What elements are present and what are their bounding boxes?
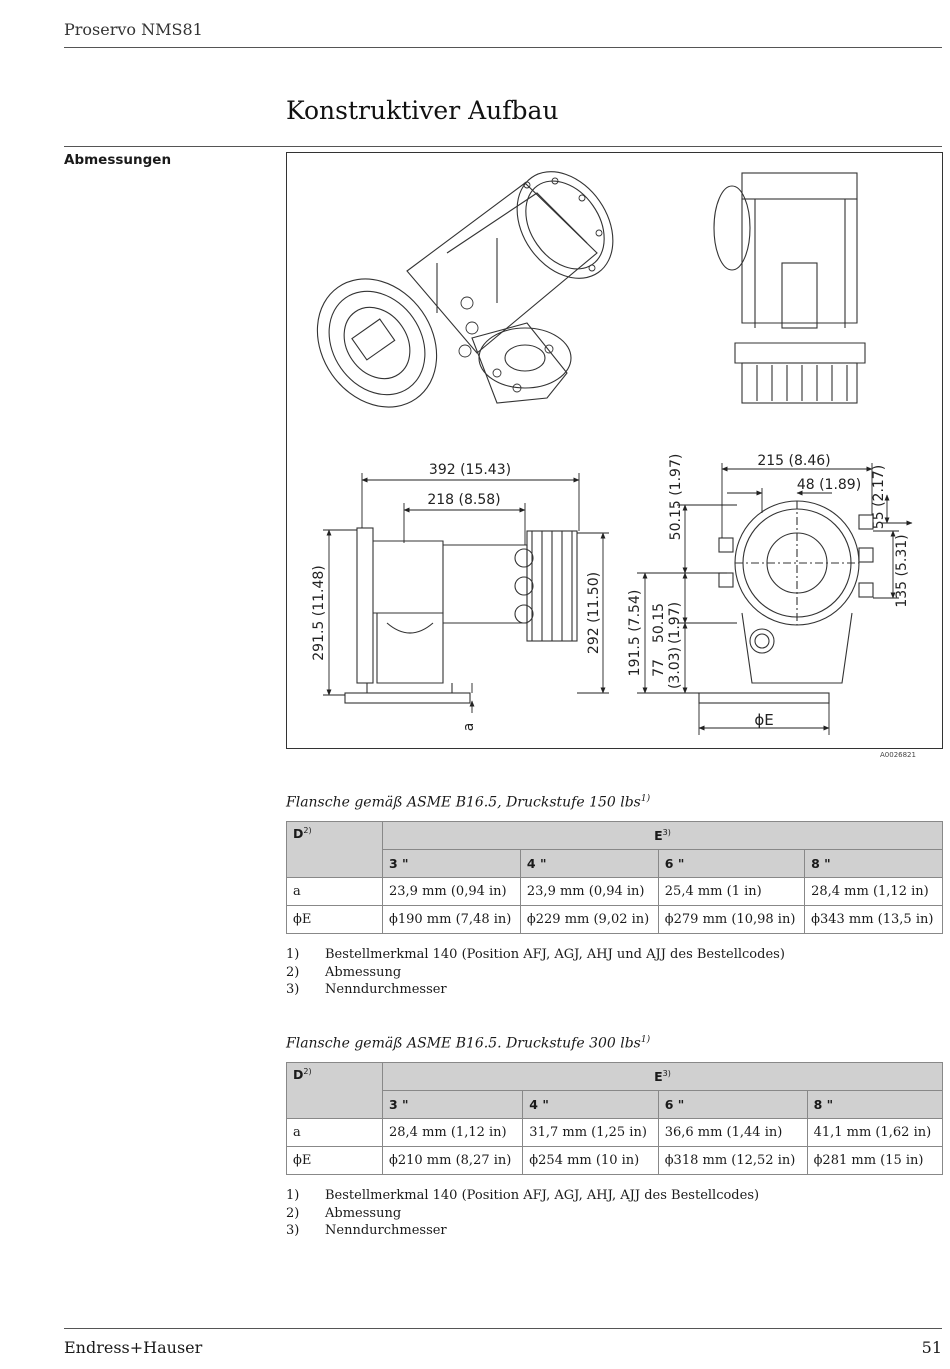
table-row: a 23,9 mm (0,94 in) 23,9 mm (0,94 in) 25…: [286, 877, 943, 906]
table-row: ϕE ϕ190 mm (7,48 in) ϕ229 mm (9,02 in) ϕ…: [286, 905, 943, 934]
table1-caption-sup: 1): [640, 794, 651, 804]
size-cell: 4 ": [519, 849, 659, 878]
table-cell: ϕ318 mm (12,52 in): [657, 1146, 808, 1175]
dim-392: 392 (15.43): [429, 462, 511, 478]
table-row: ϕE ϕ210 mm (8,27 in) ϕ254 mm (10 in) ϕ31…: [286, 1146, 944, 1175]
dim-135: 135 (5.31): [894, 534, 910, 607]
row-label: a: [286, 877, 383, 906]
table-cell: ϕ229 mm (9,02 in): [519, 905, 659, 934]
table-size-row: 3 " 4 " 6 " 8 ": [287, 849, 943, 878]
table-cell: 36,6 mm (1,44 in): [657, 1118, 808, 1147]
dim-48: 48 (1.89): [797, 477, 861, 493]
size-cell: 6 ": [657, 1090, 808, 1119]
e-header: E3): [382, 821, 943, 850]
footer-brand: Endress+Hauser: [64, 1338, 203, 1357]
dim-291-5: 291.5 (11.48): [311, 565, 327, 661]
dim-191-5: 191.5 (7.54): [627, 590, 643, 677]
table2-caption: Flansche gemäß ASME B16.5. Druckstufe 30…: [286, 1035, 650, 1052]
table-size-row: 3 " 4 " 6 " 8 ": [287, 1090, 944, 1119]
table-cell: 23,9 mm (0,94 in): [382, 877, 521, 906]
row-label: a: [286, 1118, 383, 1147]
d-header: D2): [286, 1062, 383, 1119]
size-cell: 4 ": [522, 1090, 659, 1119]
table-cell: 23,9 mm (0,94 in): [519, 877, 659, 906]
dim-a: a: [461, 723, 477, 732]
dim-50-15-top: 50.15 (1.97): [668, 454, 684, 541]
size-cell: 6 ": [657, 849, 806, 878]
dim-292: 292 (11.50): [586, 572, 602, 654]
table-head-row: D2) E3): [286, 821, 943, 878]
table-cell: 41,1 mm (1,62 in): [806, 1118, 944, 1147]
footnote: 2)Abmessung: [286, 964, 402, 980]
front-view: [344, 527, 578, 704]
footnote: 3)Nenndurchmesser: [286, 982, 447, 997]
footnote: 2)Abmessung: [286, 1205, 402, 1221]
table-cell: ϕ343 mm (13,5 in): [804, 905, 943, 934]
dim-50-15-mid-b: (1.97): [667, 602, 683, 644]
side-view: [713, 172, 866, 404]
table-cell: 31,7 mm (1,25 in): [522, 1118, 659, 1147]
table-cell: ϕ279 mm (10,98 in): [657, 905, 806, 934]
table-row: a 28,4 mm (1,12 in) 31,7 mm (1,25 in) 36…: [286, 1118, 944, 1147]
size-cell: 8 ": [806, 1090, 944, 1119]
dim-phi-e: ϕE: [754, 711, 773, 729]
table-cell: ϕ281 mm (15 in): [806, 1146, 944, 1175]
table-cell: ϕ254 mm (10 in): [522, 1146, 659, 1175]
size-cell: 3 ": [381, 1090, 524, 1119]
table-cell: ϕ190 mm (7,48 in): [382, 905, 521, 934]
page-number: 51: [921, 1338, 942, 1357]
size-cell: 3 ": [382, 849, 521, 878]
row-label: ϕE: [286, 1146, 383, 1175]
table-cell: ϕ210 mm (8,27 in): [381, 1146, 524, 1175]
dim-55: 55 (2.17): [871, 465, 887, 529]
e-header: E3): [382, 1062, 943, 1091]
footnote: 3)Nenndurchmesser: [286, 1223, 447, 1238]
footnote: 1)Bestellmerkmal 140 (Position AFJ, AGJ,…: [286, 947, 785, 962]
flange-table-150: D2) E3) 3 " 4 " 6 " 8 " a 23,9 mm (0,94 …: [286, 821, 943, 934]
dimension-lines: [323, 463, 913, 735]
iso-view: [316, 171, 614, 408]
footer-rule: [64, 1328, 942, 1329]
figure-id: A0026821: [880, 751, 916, 759]
table1-caption-text: Flansche gemäß ASME B16.5, Druckstufe 15…: [286, 794, 641, 811]
table2-caption-text: Flansche gemäß ASME B16.5. Druckstufe 30…: [286, 1035, 641, 1052]
flange-table-300: D2) E3) 3 " 4 " 6 " 8 " a 28,4 mm (1,12 …: [286, 1062, 944, 1175]
table2-notes: 1)Bestellmerkmal 140 (Position AFJ, AGJ,…: [286, 1188, 759, 1241]
dimension-drawing: 392 (15.43) 218 (8.58) 291.5 (11.48) 292…: [286, 152, 943, 749]
dim-218: 218 (8.58): [427, 492, 500, 508]
top-view: [698, 500, 874, 704]
table-cell: 25,4 mm (1 in): [657, 877, 806, 906]
dim-215: 215 (8.46): [757, 453, 830, 469]
drawing-svg: 392 (15.43) 218 (8.58) 291.5 (11.48) 292…: [311, 171, 913, 735]
d-header: D2): [286, 821, 383, 878]
table-head-row: D2) E3): [286, 1062, 943, 1119]
table2-caption-sup: 1): [640, 1035, 651, 1045]
size-cell: 8 ": [804, 849, 943, 878]
dim-77-b: (3.03): [667, 647, 683, 689]
section-heading: Konstruktiver Aufbau: [286, 96, 559, 125]
section-rule: [64, 146, 942, 147]
side-label-abmessungen: Abmessungen: [64, 152, 172, 168]
header-rule: [64, 47, 942, 48]
footnote: 1)Bestellmerkmal 140 (Position AFJ, AGJ,…: [286, 1188, 760, 1203]
table-cell: 28,4 mm (1,12 in): [804, 877, 943, 906]
row-label: ϕE: [286, 905, 383, 934]
running-header: Proservo NMS81: [64, 20, 203, 39]
table1-caption: Flansche gemäß ASME B16.5, Druckstufe 15…: [286, 794, 650, 811]
dim-77-a: 77: [651, 659, 667, 677]
table-cell: 28,4 mm (1,12 in): [381, 1118, 524, 1147]
table1-notes: 1)Bestellmerkmal 140 (Position AFJ, AGJ,…: [286, 947, 785, 1000]
dim-50-15-mid-a: 50.15: [651, 603, 667, 643]
